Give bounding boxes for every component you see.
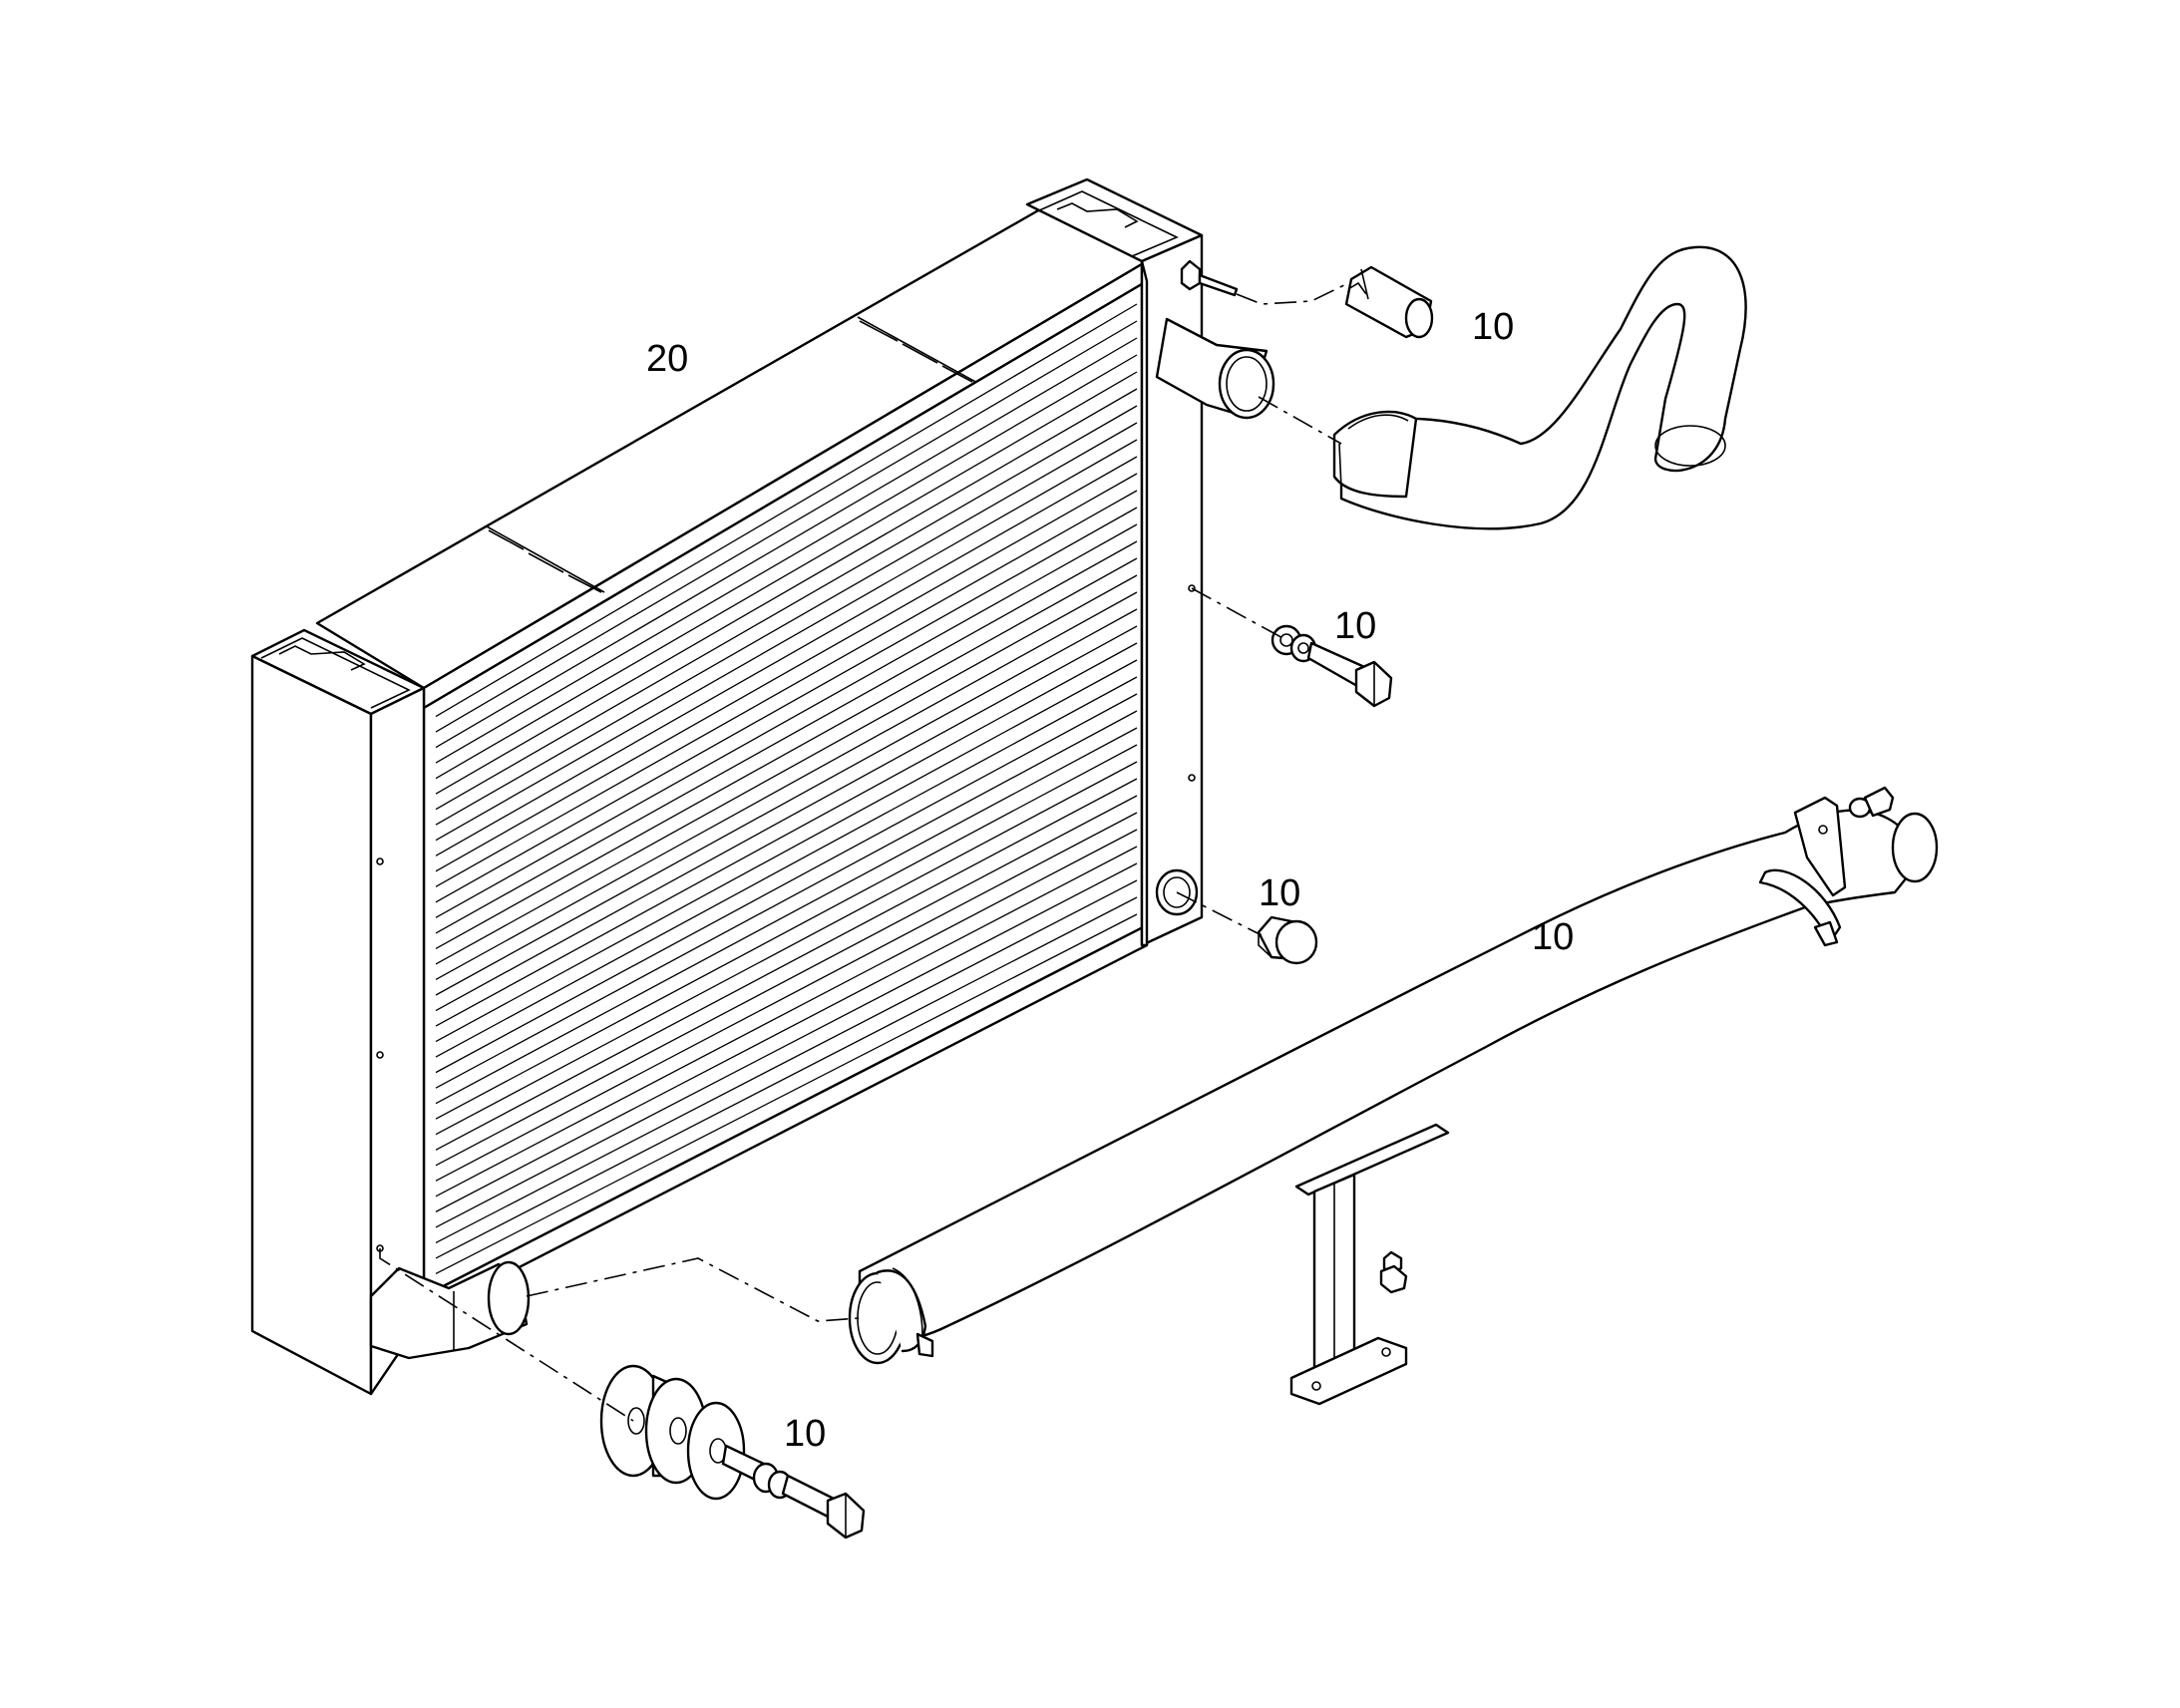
vent-screw[interactable] — [1180, 259, 1239, 297]
radiator-fin — [435, 862, 1138, 1228]
radiator-fin — [435, 829, 1138, 1197]
tank-segment-marks — [486, 316, 980, 593]
radiator-fin — [435, 439, 1138, 842]
bolt-right[interactable] — [1271, 624, 1393, 708]
hose-clamp-upper — [1332, 410, 1418, 499]
radiator-fin — [435, 473, 1138, 872]
small-bolt-bracket[interactable] — [1848, 786, 1895, 819]
radiator-fin — [435, 523, 1138, 918]
radiator-fin — [435, 591, 1138, 981]
upper-hose[interactable] — [1332, 245, 1747, 530]
radiator-fin — [435, 608, 1138, 996]
radiator-assembly[interactable] — [250, 177, 1275, 1396]
assembly-centerlines — [379, 283, 1347, 1422]
callout-radiator: 20 — [646, 338, 688, 380]
radiator-fin — [435, 676, 1138, 1058]
radiator-fin — [435, 625, 1138, 1012]
radiator-fin — [435, 896, 1138, 1259]
radiator-fin — [435, 303, 1138, 718]
radiator-fin — [435, 879, 1138, 1243]
radiator-fin — [435, 693, 1138, 1074]
radiator-fin — [435, 337, 1138, 749]
radiator-fin — [435, 507, 1138, 903]
radiator-fin — [435, 727, 1138, 1105]
left-side-tank-side — [250, 654, 373, 1396]
upper-bracket — [1793, 796, 1847, 897]
radiator-fin — [435, 405, 1138, 811]
radiator-fin — [435, 540, 1138, 934]
callout-labels: 20 10 10 10 10 10 — [646, 306, 1574, 1455]
radiator-fin — [435, 761, 1138, 1136]
radiator-fin — [435, 371, 1138, 780]
drain-plug[interactable] — [1257, 915, 1318, 965]
radiator-fin — [435, 388, 1138, 795]
bottom-outlet — [369, 1262, 529, 1360]
lower-pipe[interactable] — [848, 796, 1939, 1406]
radiator-fin — [435, 795, 1138, 1167]
radiator-fin — [435, 744, 1138, 1120]
radiator-fin — [435, 642, 1138, 1027]
radiator-fin — [435, 710, 1138, 1089]
radiator-fin — [435, 490, 1138, 887]
radiator-fin — [435, 659, 1138, 1043]
callout-drain-plug: 10 — [1259, 872, 1300, 914]
callout-mount-bolt: 10 — [784, 1413, 826, 1455]
radiator-fin — [435, 846, 1138, 1212]
radiator-fin — [435, 812, 1138, 1182]
radiator-fin — [435, 574, 1138, 965]
bleed-valve[interactable] — [1344, 265, 1434, 339]
right-side-tank-front — [1140, 259, 1149, 947]
radiator-fin — [435, 422, 1138, 826]
radiator-fin — [435, 354, 1138, 764]
radiator-fin — [435, 320, 1138, 733]
radiator-fin — [435, 557, 1138, 949]
radiator-fins — [435, 303, 1138, 1275]
callout-upper-hose: 10 — [1472, 306, 1514, 348]
callout-bolt-right: 10 — [1334, 605, 1376, 647]
radiator-fin — [435, 913, 1138, 1275]
radiator-fin — [435, 778, 1138, 1151]
callout-lower-pipe: 10 — [1532, 916, 1574, 958]
radiator-fin — [435, 456, 1138, 856]
pipe-support-plate — [1294, 1123, 1450, 1196]
small-bolt-stand[interactable] — [1379, 1250, 1408, 1294]
